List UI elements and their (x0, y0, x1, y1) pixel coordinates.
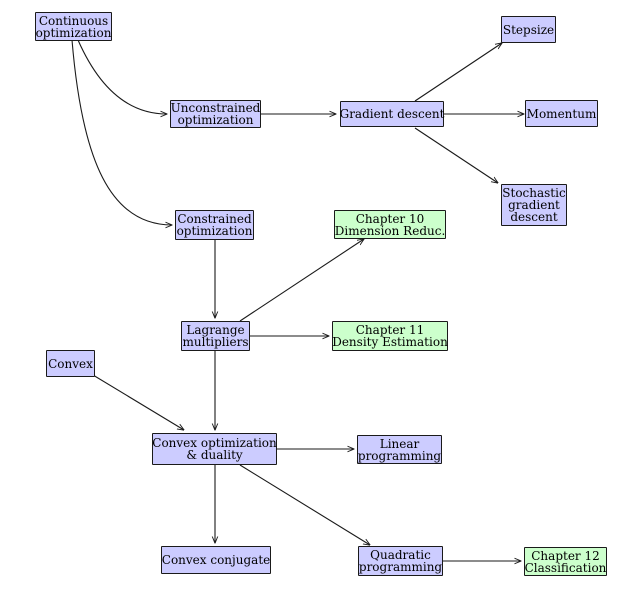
node-convex-optimization-duality[interactable]: Convex optimization & duality (152, 433, 277, 465)
node-stepsize[interactable]: Stepsize (501, 16, 556, 43)
node-constrained-optimization[interactable]: Constrained optimization (175, 210, 254, 240)
node-chapter12-line-1: Chapter 12 (531, 548, 600, 563)
node-gradient-descent-line-1: Gradient descent (339, 107, 445, 121)
node-convex-conjugate-line-1: Convex conjugate (161, 553, 271, 567)
node-momentum[interactable]: Momentum (525, 100, 598, 127)
node-chapter11-line-1: Chapter 11 (355, 323, 425, 337)
node-continuous-optimization-line-2: optimization (35, 25, 112, 40)
node-convex[interactable]: Convex (46, 350, 95, 377)
node-chapter11-density-estimation[interactable]: Chapter 11 Density Estimation (332, 321, 448, 351)
node-stepsize-line-1: Stepsize (502, 22, 555, 37)
node-chapter12-classification[interactable]: Chapter 12 Classification (524, 547, 607, 576)
node-chapter10-line-1: Chapter 10 (355, 211, 425, 226)
node-convex-optimization-duality-line-2: & duality (186, 448, 243, 462)
edge-continuous-to-constrained (71, 39, 172, 225)
node-chapter10-dimension-reduction[interactable]: Chapter 10 Dimension Reduc. (334, 210, 446, 239)
node-convex-optimization-duality-line-1: Convex optimization (152, 436, 277, 450)
node-convex-line-1: Convex (48, 356, 93, 371)
node-continuous-optimization[interactable]: Continuous optimization (35, 12, 112, 41)
node-constrained-optimization-line-2: optimization (176, 224, 253, 238)
node-chapter12-line-2: Classification (524, 560, 607, 575)
node-chapter11-line-2: Density Estimation (332, 335, 448, 349)
node-linear-programming[interactable]: Linear programming (357, 435, 442, 464)
node-continuous-optimization-line-1: Continuous (38, 13, 109, 28)
node-quadratic-programming-line-2: programming (358, 560, 443, 574)
edge-convex-to-convexopt (92, 374, 184, 430)
node-constrained-optimization-line-1: Constrained (177, 212, 252, 226)
edge-lagrange-to-chapter10 (239, 239, 364, 322)
node-lagrange-multipliers-line-2: multipliers (182, 335, 249, 349)
edge-continuous-to-unconstrained (77, 39, 167, 114)
node-convex-conjugate[interactable]: Convex conjugate (161, 546, 271, 574)
node-unconstrained-optimization[interactable]: Unconstrained optimization (170, 100, 261, 128)
edge-gradient-to-stepsize (414, 43, 502, 102)
node-unconstrained-optimization-line-2: optimization (177, 113, 254, 127)
node-gradient-descent[interactable]: Gradient descent (340, 101, 444, 127)
node-stochastic-gradient-descent-line-3: descent (510, 210, 558, 224)
edge-convexopt-to-quadratic (239, 464, 370, 545)
node-quadratic-programming-line-1: Quadratic (370, 548, 431, 562)
node-stochastic-gradient-descent-line-1: Stochastic (502, 186, 566, 200)
node-linear-programming-line-2: programming (357, 448, 442, 463)
node-linear-programming-line-1: Linear (379, 436, 420, 451)
edge-gradient-to-stochastic (414, 127, 498, 183)
node-stochastic-gradient-descent-line-2: gradient (508, 198, 560, 212)
node-chapter10-line-2: Dimension Reduc. (334, 223, 446, 238)
node-quadratic-programming[interactable]: Quadratic programming (358, 546, 443, 576)
node-stochastic-gradient-descent[interactable]: Stochastic gradient descent (501, 184, 567, 226)
node-unconstrained-optimization-line-1: Unconstrained (170, 101, 261, 115)
node-momentum-line-1: Momentum (526, 106, 597, 121)
node-lagrange-multipliers-line-1: Lagrange (186, 323, 245, 337)
node-lagrange-multipliers[interactable]: Lagrange multipliers (181, 321, 250, 351)
